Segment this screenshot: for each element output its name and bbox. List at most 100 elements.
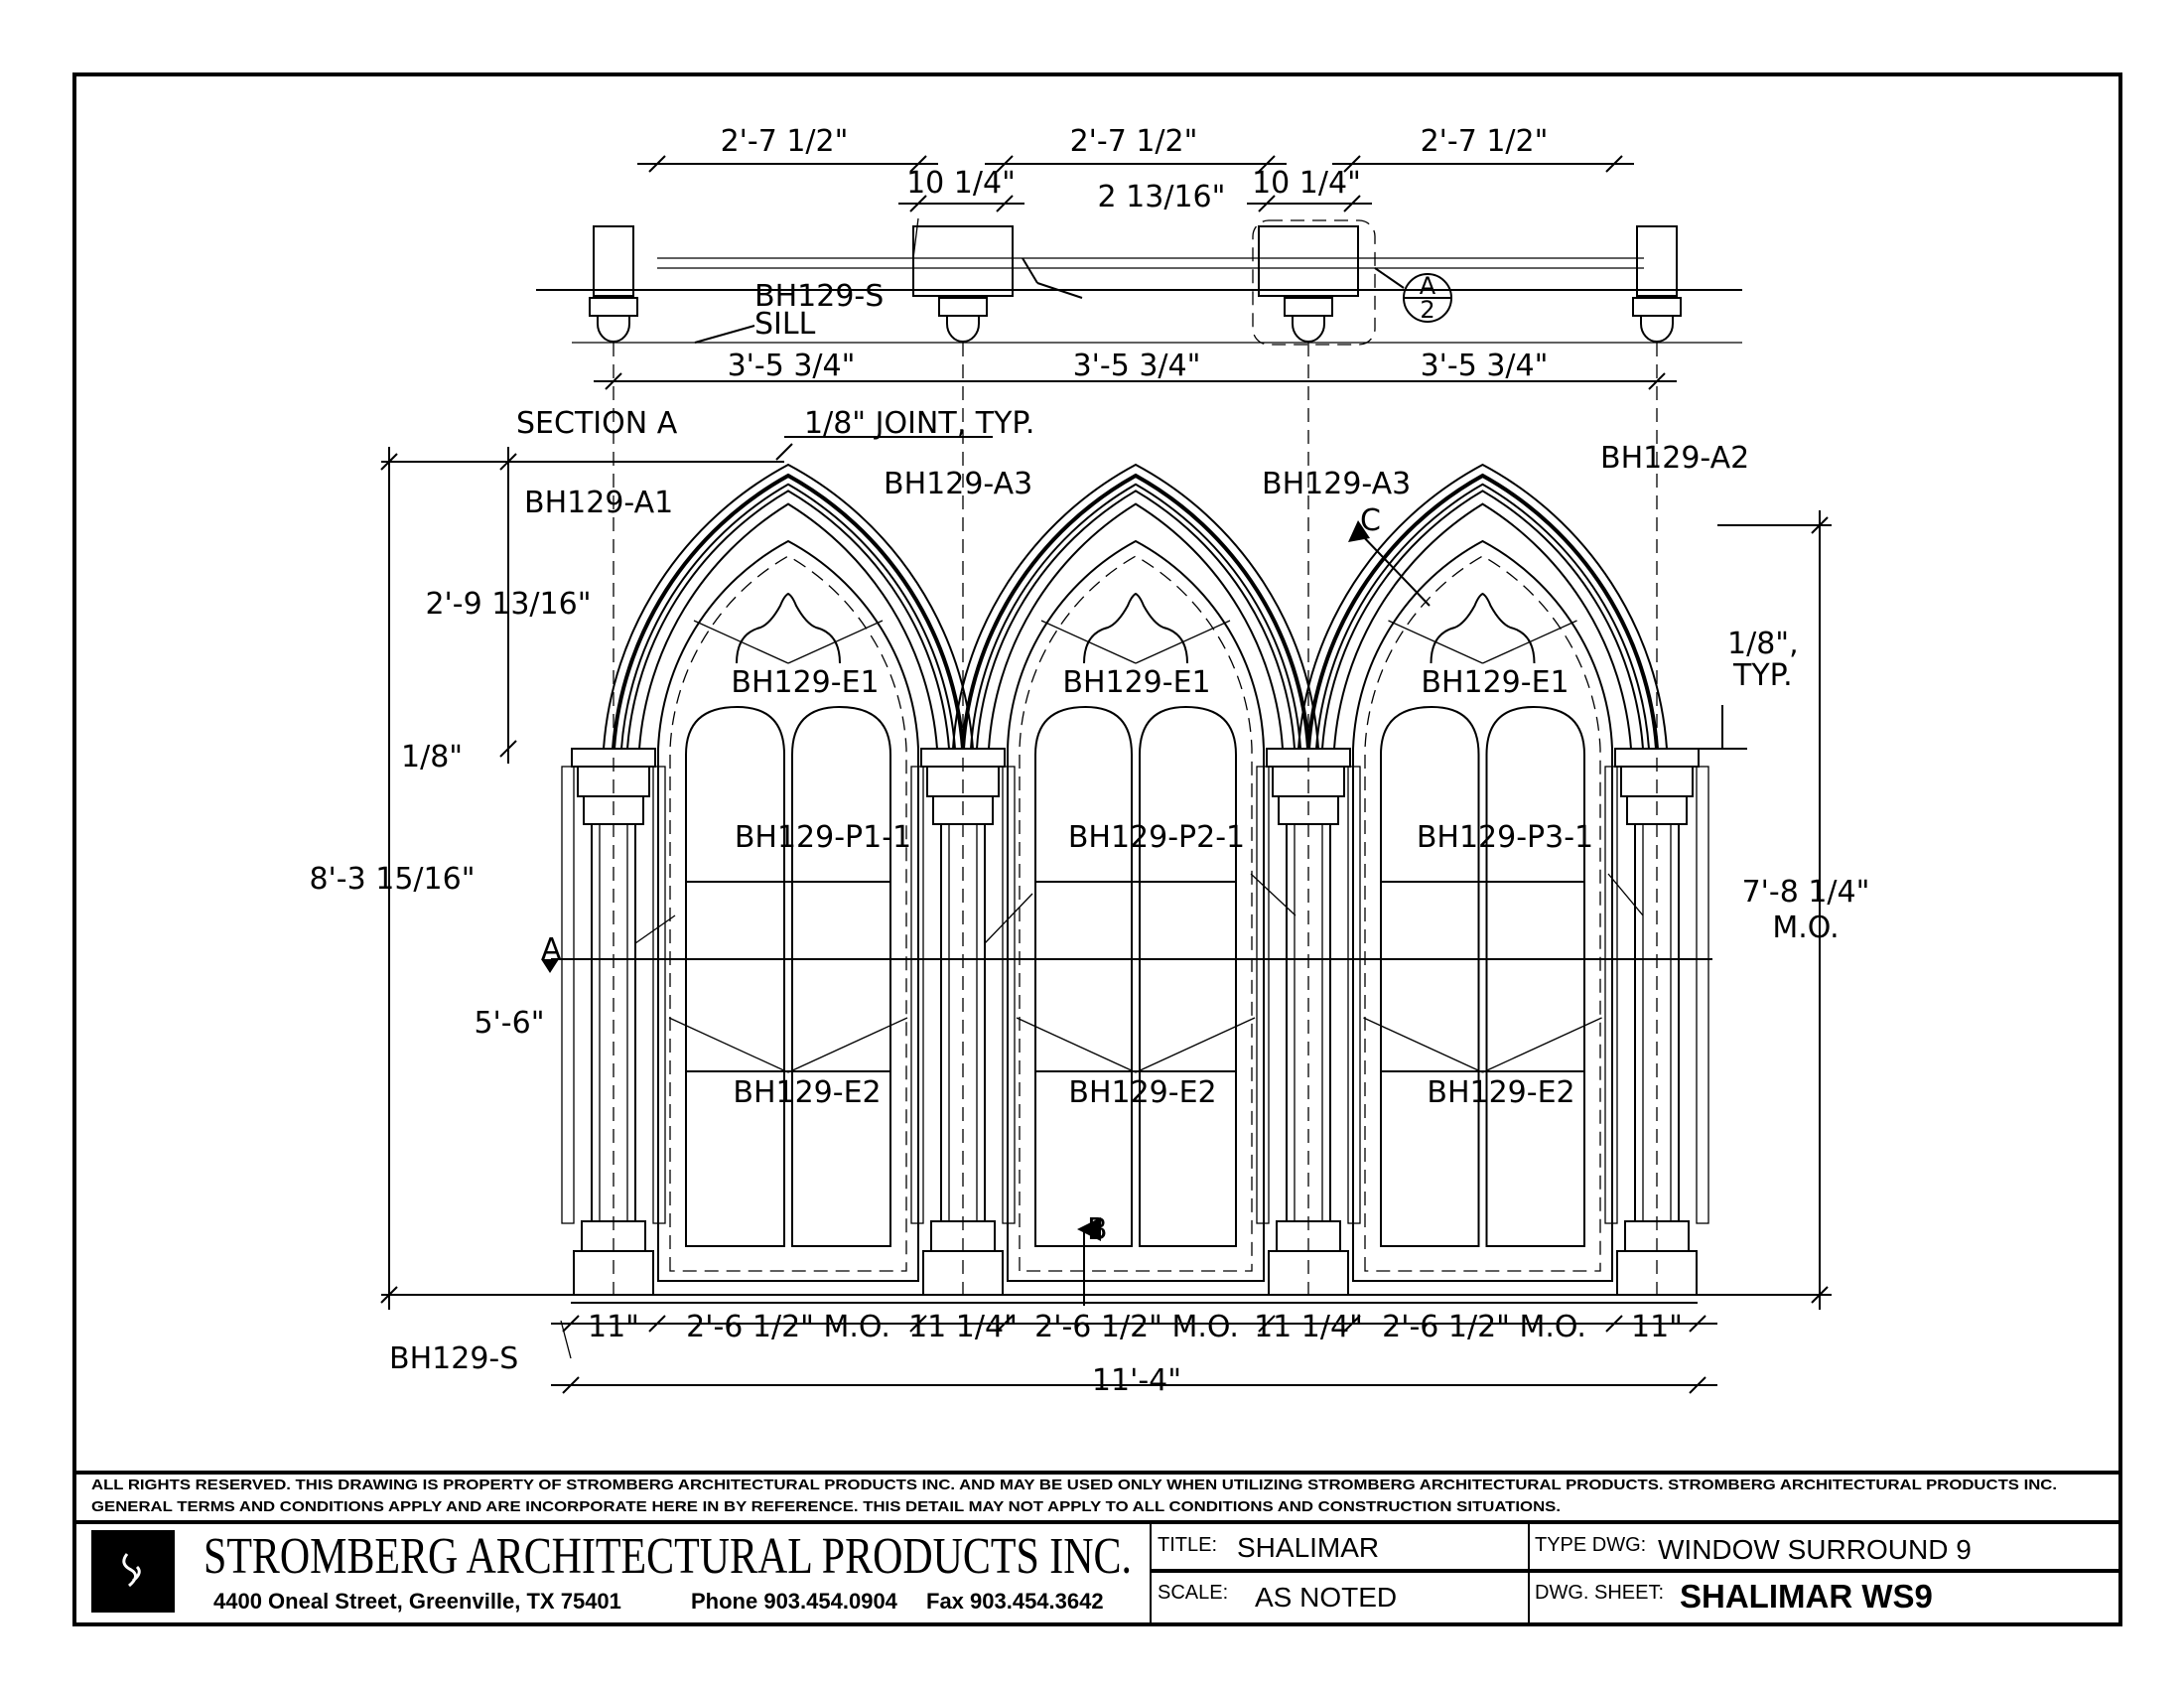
type-label: TYPE DWG: [1535,1534,1646,1556]
plan-torus [597,316,630,343]
bottom-dim-3: 11 1/4" [908,1310,1018,1344]
leader [560,1320,572,1359]
plan-view: 2'-7 1/2" 2'-7 1/2" 2'-7 1/2" 10 1/4" 10… [516,124,1548,441]
leader [1250,873,1297,916]
dim-center-1: 3'-5 3/4" [728,349,856,383]
dimension-tick [1258,155,1276,173]
overall-width-dim: 11'-4" [1092,1363,1181,1398]
pilaster-label-2: BH129-P2-1 [1068,820,1245,855]
company-name: STROMBERG ARCHITECTURAL PRODUCTS INC. [204,1528,1132,1585]
arch-label-a3-2: BH129-A3 [1262,467,1411,501]
quatrefoil-tracery [1430,592,1536,664]
dim-joint-1: 10 1/4" [906,166,1016,201]
dimension-tick [605,372,622,390]
e2-label-3: BH129-E2 [1427,1075,1574,1110]
company-fax: Fax 903.454.3642 [926,1589,1104,1614]
e1-label-2: BH129-E1 [1062,665,1210,700]
dim-top-3: 2'-7 1/2" [1421,124,1549,159]
elevation-labels: 1/8" JOINT, TYP. BH129-A1 BH129-A3 BH129… [309,406,1869,1398]
dimension-tick [499,740,517,758]
leader [984,893,1033,944]
window-frame [1352,539,1613,1282]
dim-offset: 2 13/16" [1098,180,1226,214]
logo-swirl-icon [122,1553,141,1588]
dimension-tick [996,1315,1014,1333]
leader [787,620,884,664]
plan-base [589,297,638,317]
dimension-tick [1689,1315,1706,1333]
bottom-sill-label: BH129-S [389,1341,518,1376]
section-arrow-icon [541,959,559,973]
dimension-tick [1648,372,1666,390]
sill-label: BH129-S [754,279,884,314]
dimension-tick [562,1315,580,1333]
bottom-dim-4: 2'-6 1/2" M.O. [1034,1310,1239,1344]
sheet-label: DWG. SHEET: [1535,1582,1664,1604]
section-a-marker: A [541,932,562,967]
arch-ring [603,463,974,750]
pilaster-back [1347,766,1361,1224]
dimension-tick [1689,1376,1706,1394]
plan-base [938,297,988,317]
bottom-dim-2: 2'-6 1/2" M.O. [686,1310,890,1344]
bottom-dim-7: 11" [1631,1310,1683,1344]
pilaster-back [1256,766,1270,1224]
dimension-tick [996,195,1014,212]
leader [634,914,676,944]
right-joint-dim-2: TYP. [1732,658,1793,693]
window-light [1139,705,1237,1247]
dimension-tick [1343,195,1361,212]
arch-height-dim: 2'-9 13/16" [425,587,591,622]
pilaster-back [1002,766,1016,1224]
elevation-geometry [380,155,1832,1394]
arch-ring [620,483,956,750]
dim-center-3: 3'-5 3/4" [1421,349,1549,383]
dim-top-2: 2'-7 1/2" [1070,124,1198,159]
dimension-tick [1343,1315,1361,1333]
e1-label-1: BH129-E1 [731,665,879,700]
dimension-tick [996,155,1014,173]
arch-label-a3-1: BH129-A3 [884,467,1032,501]
window-opening-line [1364,555,1601,1272]
pilaster-height-dim: 5'-6" [474,1006,544,1041]
dimension-tick [1258,1315,1276,1333]
arch-ring [970,483,1301,750]
leader [1016,1017,1137,1073]
leader [693,620,789,664]
sheet-value: SHALIMAR WS9 [1680,1578,1933,1615]
arch-ring [638,502,938,750]
joint-note: 1/8" JOINT, TYP. [804,406,1034,441]
arch-ring [1306,473,1659,750]
dimension-tick [1258,195,1276,212]
leader [694,325,755,344]
leader [1388,620,1483,664]
dimension-tick [909,1315,927,1333]
plan-torus [1292,316,1325,343]
window-opening-line [1019,555,1253,1272]
arch-label-a1: BH129-A1 [524,486,673,520]
arch-ring [988,502,1284,750]
arch-ring [961,473,1310,750]
arch-ring [1321,490,1644,750]
leader [668,1017,789,1073]
detail-callout-bottom: 2 [1420,296,1434,324]
arch-ring [612,473,965,750]
dimension-tick [1343,155,1361,173]
dimension-tick [648,1315,666,1333]
sill-label-2: SILL [754,307,816,342]
dim-joint-2: 10 1/4" [1252,166,1361,201]
dim-top-1: 2'-7 1/2" [721,124,849,159]
detail-boundary [1252,219,1376,346]
disclaimer-line-1: ALL RIGHTS RESERVED. THIS DRAWING IS PRO… [91,1477,2057,1493]
window-light [1485,705,1585,1247]
plan-pilaster [1258,225,1359,297]
overall-height-dim: 8'-3 15/16" [309,862,475,897]
scale-value: AS NOTED [1255,1582,1397,1613]
dimension-tick [909,195,927,212]
section-title: SECTION A [516,406,678,441]
dim-center-2: 3'-5 3/4" [1073,349,1201,383]
arch-ring [1315,483,1650,750]
leader [1482,1017,1602,1073]
pilaster-back [910,766,924,1224]
